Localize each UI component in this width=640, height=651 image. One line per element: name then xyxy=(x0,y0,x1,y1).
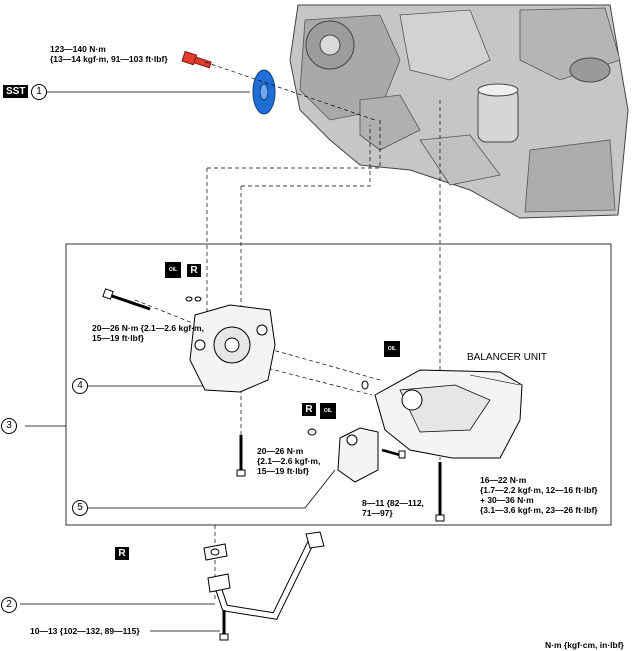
alignment-lines xyxy=(134,61,441,600)
torque-line: 15—19 ft·lbf} xyxy=(92,333,144,343)
callout-1: 1 xyxy=(31,84,47,100)
units-legend: N·m {kgf·cm, in·lbf} xyxy=(545,640,624,650)
torque-pump-mid: 20—26 N·m {2.1—2.6 kgf·m, 15—19 ft·lbf} xyxy=(257,446,320,476)
oil-pump-body xyxy=(189,304,276,393)
balancer-unit xyxy=(374,369,523,459)
oil-pump-bolt-lower xyxy=(236,435,246,477)
assembly-group-frame xyxy=(65,243,612,526)
torque-strainer: 8—11 {82—112, 71—97} xyxy=(362,498,424,518)
replace-part-badge: R xyxy=(115,547,129,560)
oil-strainer xyxy=(337,427,379,483)
balancer-unit-label: BALANCER UNIT xyxy=(467,352,548,363)
torque-line: 8—11 {82—112, xyxy=(362,498,424,508)
torque-line: 71—97} xyxy=(362,508,393,518)
oil-can-icon: OIL xyxy=(165,262,181,278)
torque-line: {13—14 kgf·m, 91—103 ft·lbf} xyxy=(50,54,168,64)
torque-pump-left: 20—26 N·m {2.1—2.6 kgf·m, 15—19 ft·lbf} xyxy=(92,323,204,343)
oil-can-icon: OIL xyxy=(320,403,336,419)
replace-part-badge: R xyxy=(302,403,316,416)
o-rings xyxy=(185,296,369,436)
torque-balancer: 16—22 N·m {1.7—2.2 kgf·m, 12—16 ft·lbf} … xyxy=(480,475,598,515)
replace-part-badge: R xyxy=(187,264,201,277)
torque-bolt-top: 123—140 N·m {13—14 kgf·m, 91—103 ft·lbf} xyxy=(50,44,168,64)
callout-2: 2 xyxy=(1,597,17,613)
callout-3: 3 xyxy=(1,418,17,434)
torque-line: 15—19 ft·lbf} xyxy=(257,466,309,476)
torque-line: {3.1—3.6 kgf·m, 23—26 ft·lbf} xyxy=(480,505,598,515)
strainer-bolt xyxy=(381,448,406,459)
oil-pump-drive-sprocket xyxy=(252,69,276,115)
oil-pipe xyxy=(207,531,325,620)
torque-line: + 30—36 N·m xyxy=(480,495,534,505)
torque-pipe: 10—13 {102—132, 89—115} xyxy=(30,626,140,636)
torque-line: {2.1—2.6 kgf·m, xyxy=(257,456,321,466)
leader-lines xyxy=(20,91,336,632)
torque-line: 16—22 N·m xyxy=(480,475,527,485)
oil-pipe-bolt xyxy=(219,610,229,641)
callout-5: 5 xyxy=(72,500,88,516)
engine-block-illustration xyxy=(289,4,629,219)
torque-line: {1.7—2.2 kgf·m, 12—16 ft·lbf} xyxy=(480,485,598,495)
balancer-bolt xyxy=(435,462,445,522)
oil-pump-bolt-left xyxy=(102,288,151,311)
callout-4: 4 xyxy=(72,378,88,394)
sst-badge: SST xyxy=(3,85,29,98)
crankshaft-bolt xyxy=(181,50,212,69)
torque-line: 123—140 N·m xyxy=(50,44,106,54)
oil-can-icon: OIL xyxy=(384,341,400,357)
torque-line: 20—26 N·m xyxy=(257,446,304,456)
torque-line: 20—26 N·m {2.1—2.6 kgf·m, xyxy=(92,323,204,333)
oil-pipe-gasket xyxy=(203,543,228,561)
